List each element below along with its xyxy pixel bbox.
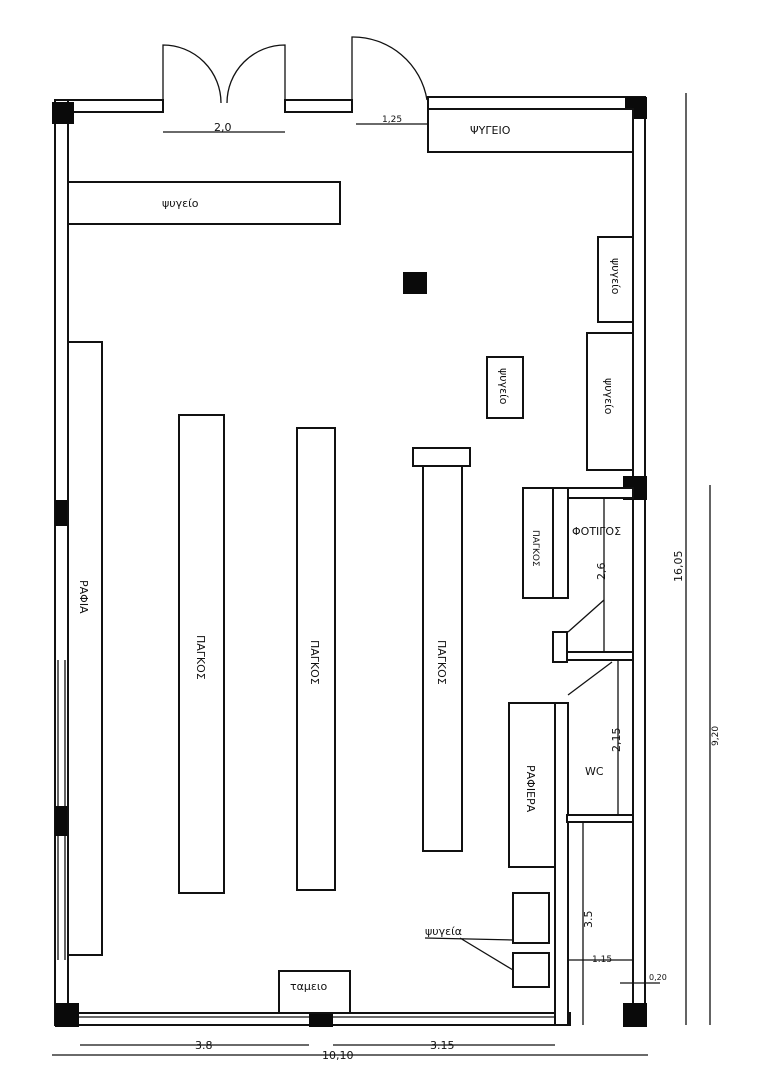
small-fridges: ψυγεία	[424, 892, 550, 988]
shelves-left: ΡΑΦΙΑ	[67, 341, 103, 956]
counter-3: ΠΑΓΚΟΣ	[412, 447, 471, 852]
fridge-top-left-label: ψυγείο	[162, 197, 199, 210]
fridge-right-large: ψυγείο	[586, 332, 634, 471]
fridge-center-label: ψυγείο	[497, 368, 510, 405]
cashier-label: ταμειο	[290, 980, 328, 993]
cashier: ταμειο	[278, 970, 351, 1014]
small-fridges-label: ψυγεία	[425, 925, 462, 938]
dim-wall-thickness: 0,20	[649, 973, 667, 982]
dimension-lines: 2,0 1,25 16,05 9,20 2,6 2,15 3.5 1.15 0,…	[52, 93, 721, 1062]
dim-total-width: 10,10	[322, 1049, 354, 1062]
back-rooms: ΦΟΤΙΓΟΣ WC	[552, 487, 634, 1026]
fridge-top-left: ψυγείο	[67, 181, 341, 225]
shelving-unit: ΡΑΦΙΕΡΑ	[508, 702, 556, 868]
counter-small: ΠΑΓΚΟΣ	[522, 487, 554, 599]
fridge-right-large-label: ψυγείο	[602, 378, 615, 415]
fridge-right-small: ψυγείο	[597, 236, 634, 323]
counter-2: ΠΑΓΚΟΣ	[296, 427, 336, 891]
dim-door-right: 1,25	[382, 115, 402, 125]
dim-bottom-right: 3.15	[430, 1039, 455, 1052]
fridge-center: ψυγείο	[486, 356, 524, 419]
dim-right-section: 9,20	[711, 726, 721, 746]
dim-bottom-left: 3.8	[195, 1039, 213, 1052]
wc-label: WC	[585, 765, 604, 778]
dim-wc: 2,15	[610, 728, 623, 753]
counter-1-label: ΠΑΓΚΟΣ	[194, 635, 207, 680]
counter-1: ΠΑΓΚΟΣ	[178, 414, 225, 894]
loading-label: ΦΟΤΙΓΟΣ	[572, 525, 621, 538]
dim-corridor-length: 3.5	[582, 911, 595, 929]
dim-corridor-width: 1.15	[592, 955, 612, 965]
entrance-doors	[162, 36, 428, 104]
shelving-unit-label: ΡΑΦΙΕΡΑ	[524, 765, 537, 813]
dim-loading: 2,6	[595, 563, 608, 581]
fridge-top-right-label: ΨΥΓΕΙΟ	[470, 124, 511, 137]
fridge-top-right: ΨΥΓΕΙΟ	[427, 108, 634, 153]
fridge-right-small-label: ψυγείο	[609, 258, 622, 295]
counter-2-label: ΠΑΓΚΟΣ	[308, 640, 321, 685]
dim-door-left: 2,0	[214, 121, 232, 134]
counter-3-label: ΠΑΓΚΟΣ	[435, 640, 448, 685]
shelves-left-label: ΡΑΦΙΑ	[77, 580, 90, 614]
counter-small-label: ΠΑΓΚΟΣ	[530, 530, 540, 567]
dim-total-height: 16,05	[672, 551, 685, 583]
